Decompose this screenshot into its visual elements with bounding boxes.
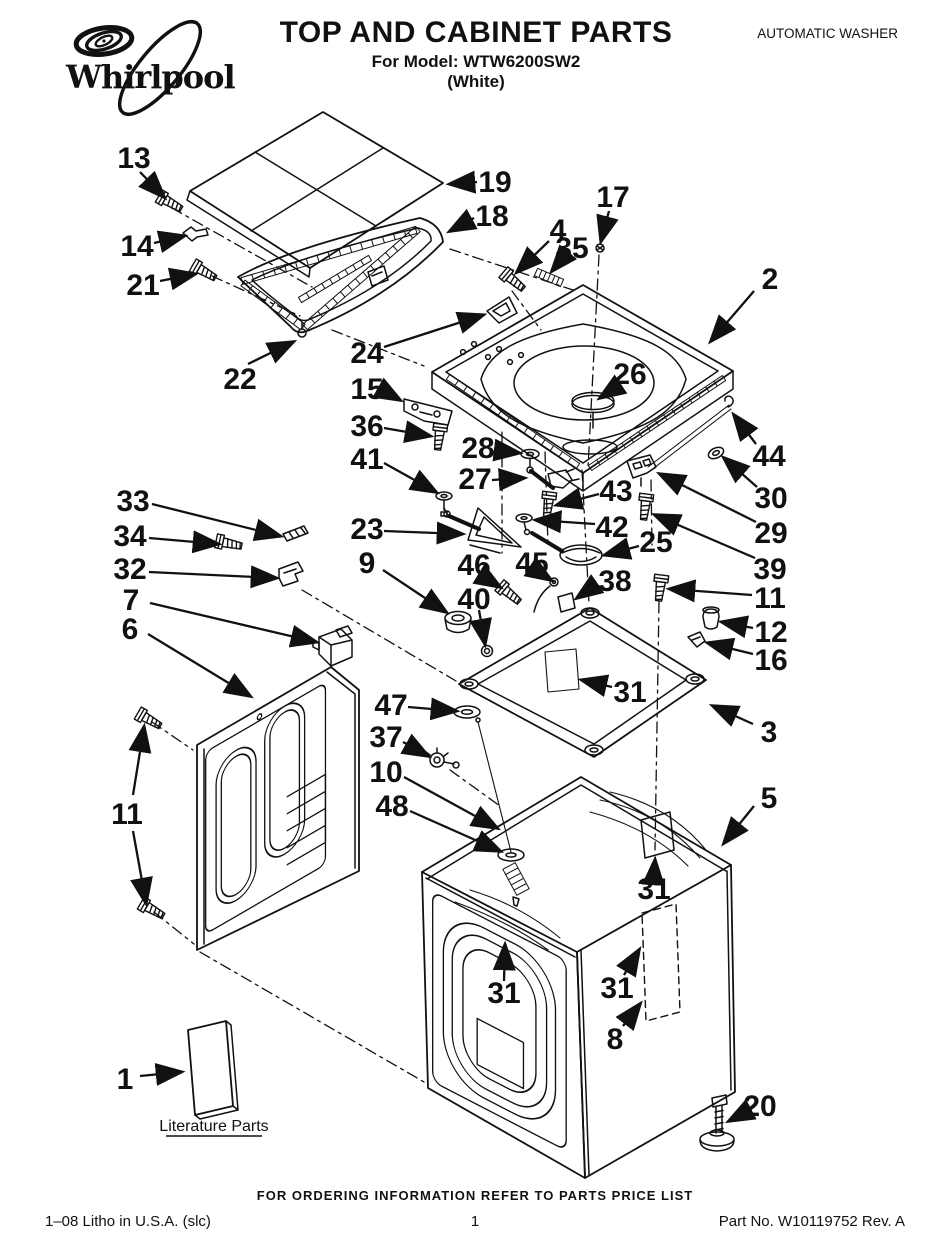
screw-34: [213, 533, 244, 554]
screw-21: [188, 258, 220, 285]
callout-45: 45: [515, 547, 548, 580]
construction-lines: [151, 207, 727, 1083]
callout-20: 20: [743, 1090, 776, 1123]
whirlpool-logo: Whirlpool: [30, 8, 240, 158]
callout-10: 10: [369, 756, 402, 789]
callout-46: 46: [457, 549, 490, 582]
callout-18: 18: [475, 200, 508, 233]
callout-36: 36: [350, 410, 383, 443]
literature-book: [187, 1020, 239, 1120]
callout-30: 30: [754, 482, 787, 515]
callout-7: 7: [123, 584, 140, 617]
callout-11: 11: [754, 582, 786, 615]
callout-24: 24: [350, 337, 384, 370]
callout-8: 8: [607, 1023, 624, 1056]
callout-43: 43: [599, 475, 632, 508]
callout-31: 31: [613, 676, 646, 709]
callout-38: 38: [598, 565, 631, 598]
callout-14: 14: [120, 230, 154, 263]
suspension-rod-assembly: [425, 705, 525, 907]
screw-43: [538, 490, 558, 520]
doc-type: AUTOMATIC WASHER: [757, 26, 898, 41]
callout-39: 39: [753, 553, 786, 586]
callout-9: 9: [359, 547, 376, 580]
callout-17: 17: [596, 181, 629, 214]
callout-31: 31: [600, 972, 633, 1005]
callout-22: 22: [223, 363, 256, 396]
logo-loop: [117, 20, 203, 116]
hinge-assembly: [403, 398, 453, 517]
callout-23: 23: [350, 513, 383, 546]
clip-32: [278, 561, 304, 587]
callout-42: 42: [595, 511, 628, 544]
callout-33: 33: [116, 485, 149, 518]
callout-16: 16: [754, 644, 787, 677]
screw-17: [595, 243, 605, 253]
clip-14: [182, 226, 209, 242]
callout-3: 3: [761, 716, 778, 749]
callout-11: 11: [111, 798, 143, 831]
callout-2: 2: [762, 263, 779, 296]
brand-wordmark: Whirlpool: [65, 58, 235, 96]
screw-36: [429, 422, 449, 452]
bolt-4: [498, 266, 529, 295]
callout-26: 26: [613, 358, 646, 391]
callout-41: 41: [350, 443, 383, 476]
color-line: (White): [447, 72, 505, 91]
washer-40: [480, 644, 494, 658]
litho-note: 1–08 Litho in U.S.A. (slc): [45, 1213, 211, 1230]
callout-27: 27: [458, 463, 491, 496]
callout-31: 31: [487, 977, 520, 1010]
callout-44: 44: [752, 440, 786, 473]
whirl-swirl-icon: [73, 25, 135, 57]
callout-1: 1: [117, 1063, 134, 1096]
page-number: 1: [470, 1213, 480, 1230]
literature-parts-label: Literature Parts: [159, 1118, 268, 1135]
screw-46: [494, 579, 525, 608]
callout-15: 15: [350, 373, 383, 406]
callout-5: 5: [761, 782, 778, 815]
lid-lock-7: [312, 625, 353, 667]
lid-striker-assembly: [626, 395, 734, 487]
callout-13: 13: [117, 142, 150, 175]
top-frame-part: [458, 592, 707, 758]
callout-37: 37: [369, 721, 402, 754]
cap-12: [702, 606, 720, 630]
callout-40: 40: [457, 583, 490, 616]
clip-16: [687, 631, 706, 648]
lid-underside-part: [237, 217, 444, 338]
callout-31: 31: [637, 873, 670, 906]
hinge-pad: [486, 296, 518, 324]
page-title: TOP AND CABINET PARTS: [279, 16, 673, 49]
wire-45: [533, 577, 559, 613]
callout-21: 21: [126, 269, 159, 302]
part-number: Part No. W10119752 Rev. A: [718, 1213, 905, 1230]
screw-11-left-top: [133, 706, 165, 733]
whirlpool-logo-art: Whirlpool: [65, 20, 236, 116]
callout-47: 47: [374, 689, 407, 722]
callout-28: 28: [461, 432, 494, 465]
callout-25: 25: [639, 526, 672, 559]
callout-12: 12: [754, 616, 787, 649]
model-line: For Model: WTW6200SW2: [371, 52, 581, 71]
callout-35: 35: [555, 232, 588, 265]
ordering-note: FOR ORDERING INFORMATION REFER TO PARTS …: [256, 1188, 694, 1203]
rear-panel-part: [196, 666, 360, 951]
label-strip-33: [282, 525, 309, 542]
screw-11-right: [650, 573, 670, 603]
callout-29: 29: [754, 517, 787, 550]
callout-4: 4: [550, 214, 567, 247]
callout-48: 48: [375, 790, 408, 823]
callout-6: 6: [122, 613, 139, 646]
callout-19: 19: [478, 166, 511, 199]
washer-top-part: [431, 284, 734, 492]
lid-part: [186, 111, 444, 278]
leveling-leg-20: [699, 1094, 735, 1152]
callout-32: 32: [113, 553, 146, 586]
callout-34: 34: [113, 520, 147, 553]
